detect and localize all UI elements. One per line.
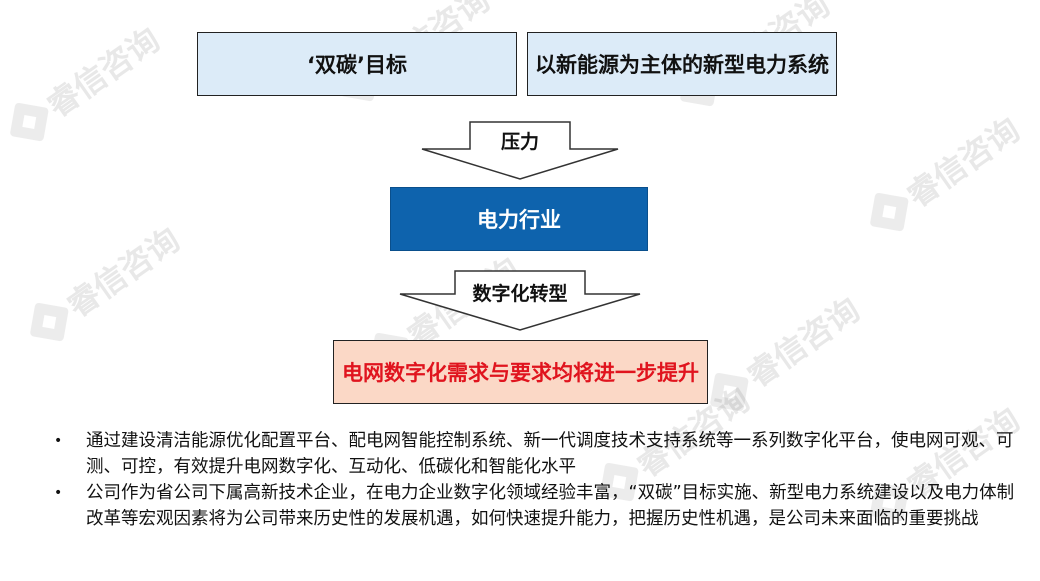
dual-carbon-goal-box: ‘双碳’目标 (197, 32, 517, 96)
list-item: • 通过建设清洁能源优化配置平台、配电网智能控制系统、新一代调度技术支持系统等一… (52, 428, 1027, 480)
bullet-text: 通过建设清洁能源优化配置平台、配电网智能控制系统、新一代调度技术支持系统等一系列… (86, 431, 1014, 477)
bullet-text: 公司作为省公司下属高新技术企业，在电力企业数字化领域经验丰富，“双碳”目标实施、… (86, 483, 1015, 529)
digital-transformation-arrow-icon (399, 270, 641, 331)
list-item: • 公司作为省公司下属高新技术企业，在电力企业数字化领域经验丰富，“双碳”目标实… (52, 480, 1027, 532)
grid-digital-demand-box: 电网数字化需求与要求均将进一步提升 (333, 340, 708, 404)
pressure-label: 压力 (500, 131, 539, 153)
watermark-logo-icon (709, 372, 749, 412)
pressure-arrow-icon (421, 121, 619, 180)
watermark: 睿信咨询 (22, 215, 188, 350)
new-power-system-box: 以新能源为主体的新型电力系统 (527, 32, 837, 96)
watermark-logo-icon (9, 102, 49, 142)
digital-transformation-label: 数字化转型 (472, 283, 568, 305)
bullet-dot-icon: • (54, 485, 63, 501)
watermark-logo-icon (29, 302, 69, 342)
bullet-dot-icon: • (54, 433, 63, 449)
bullet-list: • 通过建设清洁能源优化配置平台、配电网智能控制系统、新一代调度技术支持系统等一… (52, 428, 1027, 532)
watermark: 睿信咨询 (702, 285, 868, 420)
power-industry-box: 电力行业 (390, 187, 648, 251)
watermark: 睿信咨询 (862, 105, 1028, 240)
watermark: 睿信咨询 (2, 15, 168, 150)
watermark-logo-icon (869, 192, 909, 232)
